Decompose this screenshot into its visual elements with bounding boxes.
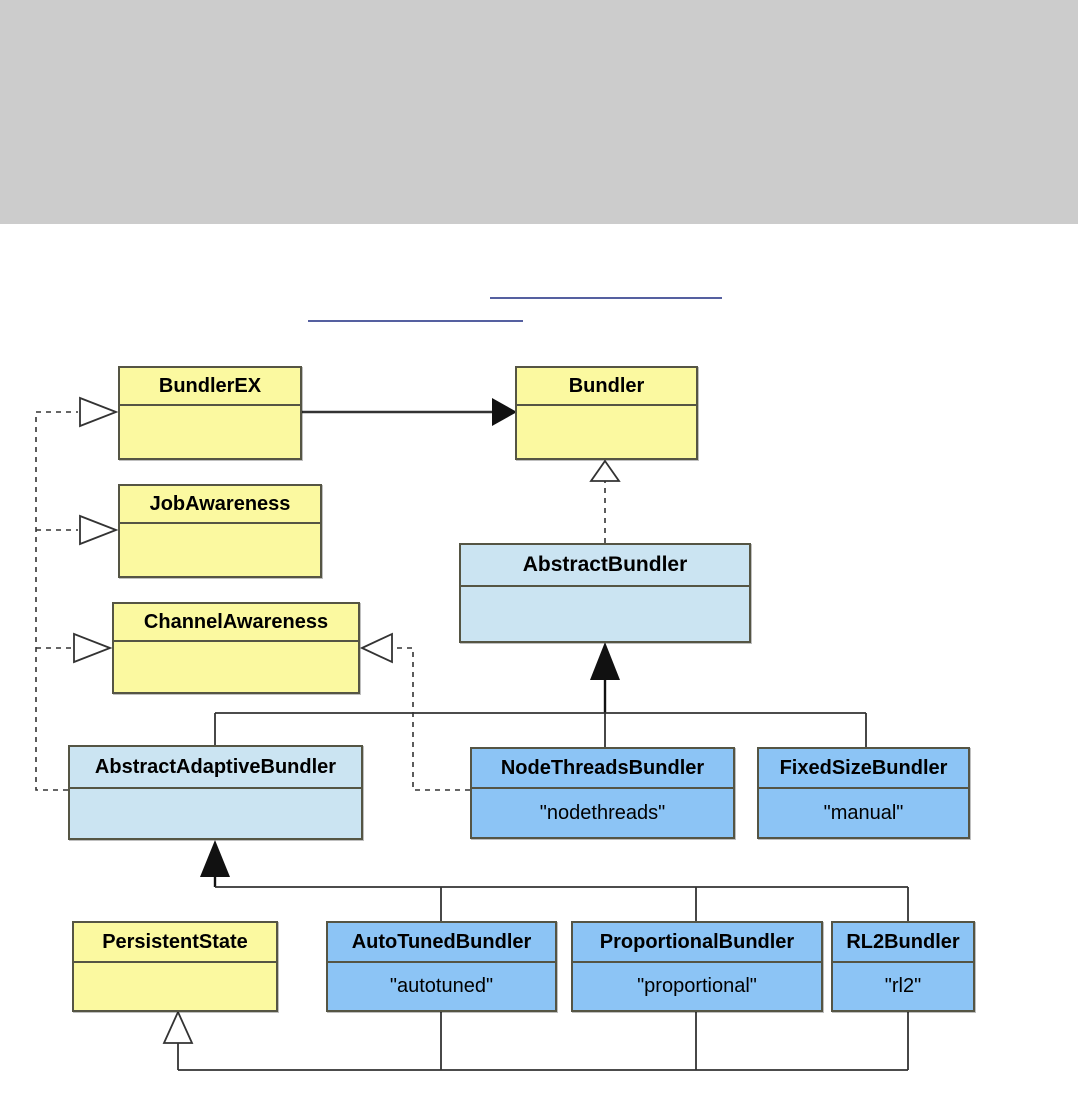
class-box-abstractbundler[interactable]: AbstractBundler [459, 543, 751, 643]
class-title-abstractbundler: AbstractBundler [461, 545, 749, 587]
link-underline-2[interactable] [308, 320, 523, 322]
class-box-jobawareness[interactable]: JobAwareness [118, 484, 322, 578]
class-box-abstractadaptivebundler[interactable]: AbstractAdaptiveBundler [68, 745, 363, 840]
edge-bottom-realizations-to-persistentstate [162, 1009, 909, 1071]
class-box-fixedsizebundler[interactable]: FixedSizeBundler "manual" [757, 747, 970, 839]
class-body-abstractbundler [461, 587, 749, 641]
edge-abstractbundler-to-bundler [589, 459, 621, 543]
class-body-channelawareness [114, 642, 358, 692]
class-box-rl2bundler[interactable]: RL2Bundler "rl2" [831, 921, 975, 1012]
class-title-channelawareness: ChannelAwareness [114, 604, 358, 642]
top-grey-band [0, 0, 1078, 224]
class-body-persistentstate [74, 963, 276, 1010]
edge-generalizations-to-absadaptive [200, 840, 909, 921]
class-box-persistentstate[interactable]: PersistentState [72, 921, 278, 1012]
class-body-bundlerex [120, 406, 300, 458]
class-box-autotunedbundler[interactable]: AutoTunedBundler "autotuned" [326, 921, 557, 1012]
class-title-autotunedbundler: AutoTunedBundler [328, 923, 555, 963]
class-title-nodethreadsbundler: NodeThreadsBundler [472, 749, 733, 789]
class-body-rl2bundler: "rl2" [833, 963, 973, 1010]
class-body-fixedsizebundler: "manual" [759, 789, 968, 837]
edge-nodethreads-to-channelawareness [359, 632, 470, 791]
class-title-rl2bundler: RL2Bundler [833, 923, 973, 963]
class-title-abstractadaptivebundler: AbstractAdaptiveBundler [70, 747, 361, 789]
class-title-proportionalbundler: ProportionalBundler [573, 923, 821, 963]
class-box-bundlerex[interactable]: BundlerEX [118, 366, 302, 460]
class-title-bundler: Bundler [517, 368, 696, 406]
edge-bundlerex-to-bundler [302, 398, 517, 426]
class-box-bundler[interactable]: Bundler [515, 366, 698, 460]
class-body-bundler [517, 406, 696, 458]
class-body-nodethreadsbundler: "nodethreads" [472, 789, 733, 837]
link-underline-1[interactable] [490, 297, 722, 299]
class-title-persistentstate: PersistentState [74, 923, 276, 963]
class-body-proportionalbundler: "proportional" [573, 963, 821, 1010]
class-body-jobawareness [120, 524, 320, 576]
edge-absadaptive-realizations-bus [35, 396, 119, 791]
class-box-proportionalbundler[interactable]: ProportionalBundler "proportional" [571, 921, 823, 1012]
class-body-autotunedbundler: "autotuned" [328, 963, 555, 1010]
class-box-nodethreadsbundler[interactable]: NodeThreadsBundler "nodethreads" [470, 747, 735, 839]
class-box-channelawareness[interactable]: ChannelAwareness [112, 602, 360, 694]
class-title-fixedsizebundler: FixedSizeBundler [759, 749, 968, 789]
class-title-jobawareness: JobAwareness [120, 486, 320, 524]
class-body-abstractadaptivebundler [70, 789, 361, 838]
class-title-bundlerex: BundlerEX [120, 368, 300, 406]
